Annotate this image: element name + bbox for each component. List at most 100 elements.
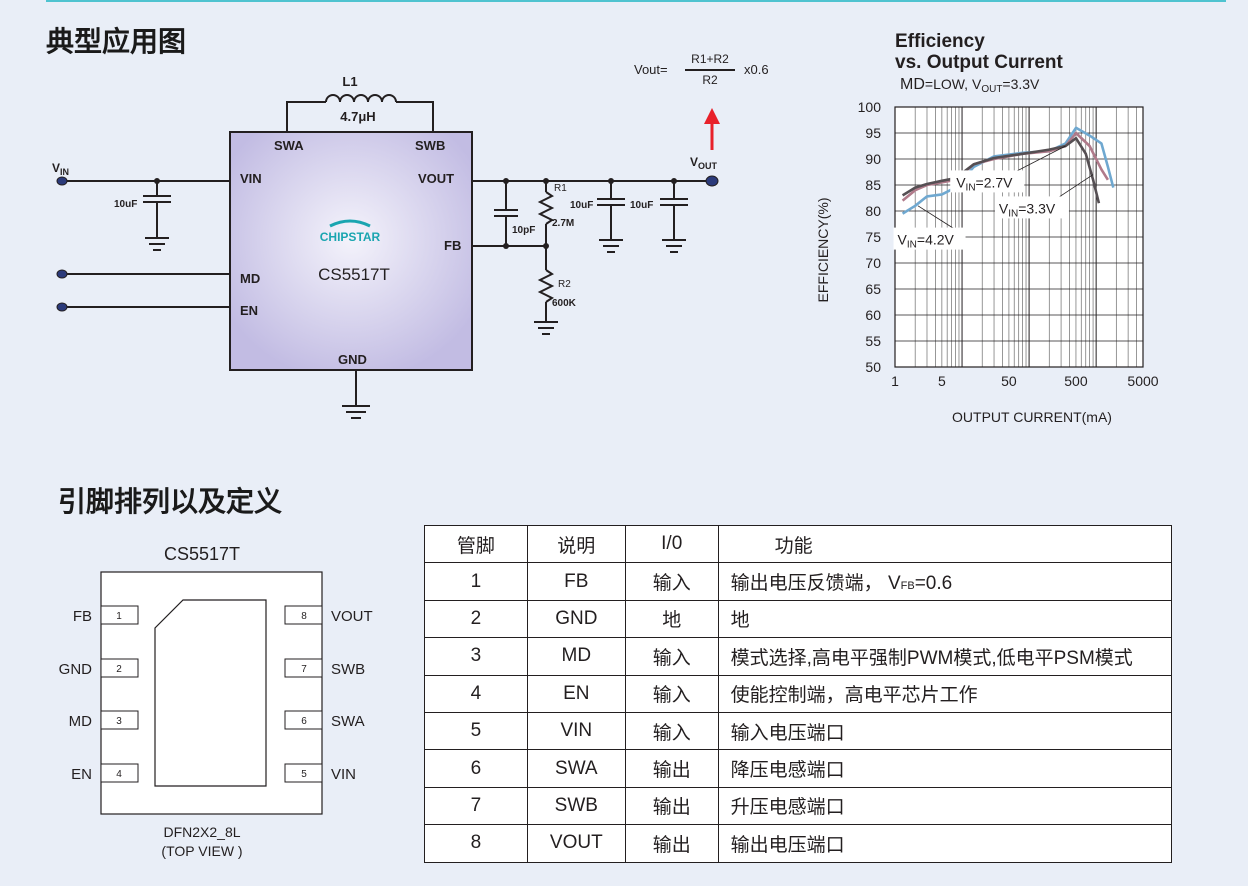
package-pin-pad (100, 763, 139, 783)
vout-terminal (705, 175, 719, 187)
pin-name: EN (526, 674, 626, 713)
pin-io: 输入 (624, 562, 719, 601)
typical-application-title: 典型应用图 (46, 25, 187, 58)
package-pin-name: SWB (331, 661, 365, 678)
pin-function: 地 (717, 599, 1173, 639)
chart-x-axis-label: OUTPUT CURRENT(mA) (952, 409, 1112, 425)
fb-cap-label: 10pF (512, 225, 535, 236)
pin-name: VIN (526, 711, 626, 751)
pin-name: SWA (526, 749, 626, 788)
package-type: DFN2X2_8L (163, 824, 240, 840)
package-pin-pad (284, 710, 323, 730)
package-pin-pad (100, 710, 139, 730)
pin-name: SWB (526, 786, 626, 826)
chart-x-tick-label: 500 (1064, 373, 1088, 389)
pin-io: 输入 (624, 674, 719, 713)
chart-y-tick-label: 60 (865, 307, 881, 323)
table-row: 5 VIN 输入 输入电压端口 (424, 711, 1173, 751)
series-label-pointer (917, 205, 956, 230)
vin-label: VIN (52, 161, 69, 177)
chart-series (901, 126, 1115, 215)
package-pin-number: 3 (116, 716, 122, 727)
package-pin-number: 6 (301, 716, 307, 727)
pin-function: 降压电感端口 (717, 749, 1173, 788)
series-label-bg (893, 227, 966, 250)
header-name: 说明 (526, 524, 626, 564)
chart-y-tick-label: 95 (865, 125, 881, 141)
pin-number: 4 (424, 674, 528, 713)
chart-y-tick-label: 70 (865, 255, 881, 271)
package-pin-name: VIN (331, 766, 356, 783)
vin-terminal (56, 176, 68, 186)
r1-value: 2.7M (552, 218, 574, 229)
table-row: 2 GND 地 地 (424, 599, 1173, 639)
md-terminal (56, 269, 68, 279)
package-pin-name: VOUT (331, 608, 373, 625)
header-function: 功能 (717, 524, 1173, 564)
inductor-name: L1 (342, 74, 357, 89)
vout-up-arrow (704, 108, 720, 150)
pin-label-fb: FB (444, 238, 461, 253)
chip-name: CS5517T (318, 265, 390, 284)
package-pin-pad (284, 658, 323, 678)
package-pin-pad (284, 763, 323, 783)
series-label: VIN=2.7V (956, 174, 1013, 193)
package-pin-name: SWA (331, 713, 365, 730)
chart-y-tick-label: 100 (858, 99, 882, 115)
r1-name: R1 (554, 183, 567, 194)
r2-value: 600K (552, 298, 577, 309)
package-view: (TOP VIEW ) (161, 843, 242, 859)
package-pin-name: MD (69, 713, 92, 730)
pin-function: 输入电压端口 (717, 711, 1173, 751)
pin-number: 2 (424, 599, 528, 639)
output-cap1-label: 10uF (570, 200, 593, 211)
series-label-bg (950, 170, 1025, 193)
pin-label-swa: SWA (274, 138, 304, 153)
formula-suffix: x0.6 (744, 62, 769, 77)
r2-name: R2 (558, 279, 571, 290)
pin-number: 7 (424, 786, 528, 826)
package-pin-number: 1 (116, 611, 122, 622)
package-pin-pad (284, 605, 323, 625)
exposed-pad (154, 599, 267, 787)
package-pin-number: 4 (116, 769, 122, 780)
package-pin-number: 2 (116, 664, 122, 675)
pin-function: 输出电压端口 (717, 824, 1173, 863)
package-chip-name: CS5517T (164, 544, 240, 564)
pin-label-gnd: GND (338, 352, 367, 367)
package-pin-number: 7 (301, 664, 307, 675)
table-header-row: 管脚 说明 I/0 功能 (424, 524, 1173, 564)
input-cap-label: 10uF (114, 199, 137, 210)
series-label: VIN=3.3V (999, 200, 1056, 219)
vout-label: VOUT (690, 155, 718, 171)
pin-number: 6 (424, 749, 528, 788)
package-pin-number: 8 (301, 611, 307, 622)
pin-definition-table: 管脚 说明 I/0 功能 1 FB 输入 输出电压反馈端， VFB=0.6 2 … (424, 524, 1173, 863)
header-io: I/0 (624, 524, 719, 564)
pin-io: 输出 (624, 749, 719, 788)
pin-label-swb: SWB (415, 138, 445, 153)
series-label-pointer (1014, 145, 1066, 173)
chart-y-tick-label: 65 (865, 281, 881, 297)
chart-y-tick-label: 55 (865, 333, 881, 349)
chart-title-line2: vs. Output Current (895, 52, 1064, 73)
package-pin-name: GND (59, 661, 93, 678)
series-label-pointer (1056, 174, 1094, 199)
output-cap2-label: 10uF (630, 200, 653, 211)
table-row: 1 FB 输入 输出电压反馈端， VFB=0.6 (424, 562, 1173, 601)
top-divider-line (46, 0, 1226, 2)
formula-denominator: R2 (702, 73, 718, 87)
chart-y-tick-label: 80 (865, 203, 881, 219)
pin-io: 输入 (624, 637, 719, 676)
pin-io: 地 (624, 599, 719, 639)
pin-name: GND (526, 599, 626, 639)
package-pin-pad (100, 605, 139, 625)
header-pin: 管脚 (424, 524, 528, 564)
inductor-value: 4.7μH (340, 109, 375, 124)
package-pin-pad (100, 658, 139, 678)
pin-io: 输入 (624, 711, 719, 751)
pin-number: 3 (424, 637, 528, 676)
